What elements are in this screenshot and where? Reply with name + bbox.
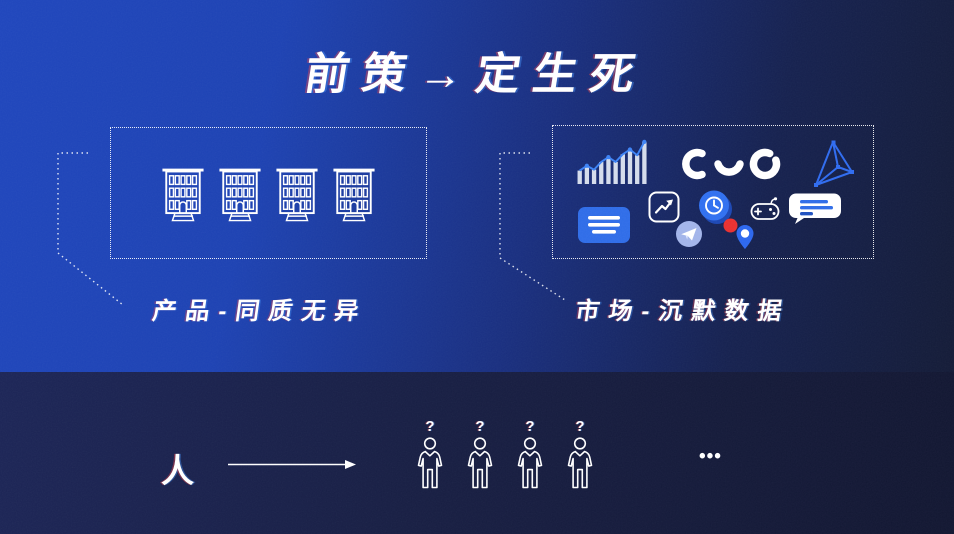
- person-unknown: ?: [513, 418, 547, 490]
- arc-c-right: [749, 148, 781, 180]
- person-unknown: ?: [563, 418, 597, 490]
- person-icon: [417, 437, 443, 489]
- building-icon: [162, 168, 204, 222]
- product-panel: [110, 127, 427, 259]
- market-panel: [552, 125, 874, 259]
- arc-logo-icon: [682, 148, 781, 180]
- subtitle-card-icon: [578, 207, 630, 243]
- paper-plane-icon: [676, 221, 702, 247]
- person-unknown: ?: [413, 418, 447, 490]
- arrow-right-icon: [228, 460, 356, 469]
- question-mark: ?: [575, 418, 585, 435]
- trend-arrow-badge-icon: [648, 191, 680, 223]
- arc-smile: [714, 160, 744, 176]
- building-icon: [219, 168, 261, 222]
- person-icon: [517, 437, 543, 489]
- tetrahedron-wireframe-icon: [814, 140, 854, 187]
- ellipsis: •••: [699, 446, 722, 467]
- building-icon: [276, 168, 318, 222]
- top-section: 前策→定生死: [0, 0, 954, 372]
- chat-bubble-icon: [789, 193, 841, 224]
- slide-title: 前策→定生死: [301, 50, 652, 99]
- question-mark: ?: [425, 418, 435, 435]
- building-icon: [333, 168, 375, 222]
- question-mark: ?: [475, 418, 485, 435]
- person-icon: [467, 437, 493, 489]
- product-label: 产品-同质无异: [150, 298, 370, 325]
- person-unknown: ?: [463, 418, 497, 490]
- market-label: 市场-沉默数据: [573, 298, 793, 325]
- trend-bar-chart-icon: [577, 139, 647, 184]
- person-label: 人: [161, 452, 194, 489]
- arc-c-left: [682, 148, 706, 180]
- game-controller-icon: [750, 197, 780, 220]
- question-mark: ?: [525, 418, 535, 435]
- person-icon: [567, 437, 593, 489]
- map-pin-icon: [736, 224, 754, 249]
- people-group: ? ? ?: [413, 418, 597, 490]
